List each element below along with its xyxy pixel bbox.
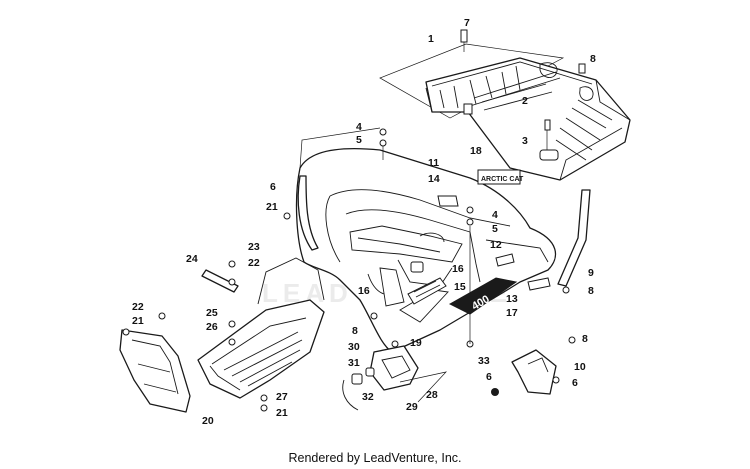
callout-9: 9 [588,267,594,279]
callout-15: 15 [454,281,466,293]
callout-19: 19 [410,337,422,349]
callout-16: 16 [358,285,370,297]
callout-26: 26 [206,321,218,333]
callout-5: 5 [492,223,498,235]
rear-rack [379,43,631,181]
callout-17: 17 [506,307,518,319]
callout-5: 5 [356,134,362,146]
callout-8: 8 [582,333,588,345]
trim-strip-24 [201,269,239,293]
callout-23: 23 [248,241,260,253]
callout-28: 28 [426,389,438,401]
rack-bolts [460,29,586,150]
fasteners [122,128,576,412]
part-13-reflector [527,277,551,291]
callout-24: 24 [186,253,198,265]
rack-support-tube [557,189,591,287]
callout-22: 22 [248,257,260,269]
callout-20: 20 [202,415,214,427]
callout-27: 27 [276,391,288,403]
callout-12: 12 [490,239,502,251]
callout-31: 31 [348,357,360,369]
callout-16: 16 [452,263,464,275]
part-14-clip [437,195,459,207]
callout-6: 6 [572,377,578,389]
callout-18: 18 [470,145,482,157]
callout-8: 8 [352,325,358,337]
callout-33: 33 [478,355,490,367]
callout-14: 14 [428,173,440,185]
callout-32: 32 [362,391,374,403]
bulb-socket [342,367,375,411]
callout-21: 21 [266,201,278,213]
callout-29: 29 [406,401,418,413]
callout-8: 8 [590,53,596,65]
callout-labels: 1 7 8 2 3 4 5 11 18 6 14 21 4 5 12 23 24… [132,17,596,427]
callout-8: 8 [588,285,594,297]
callout-6: 6 [270,181,276,193]
callout-2: 2 [522,95,528,107]
callout-10: 10 [574,361,586,373]
fender-trim [297,127,381,251]
mount-bracket [511,349,557,395]
callout-1: 1 [428,33,434,45]
callout-21: 21 [276,407,288,419]
callout-30: 30 [348,341,360,353]
decal-18-text: ARCTIC CAT [481,176,524,183]
splash-guard [119,329,191,413]
floorboard [197,257,325,399]
callout-22: 22 [132,301,144,313]
callout-4: 4 [356,121,362,133]
decal-18: ARCTIC CAT [477,169,524,185]
part-12-reflector [495,253,515,267]
callout-3: 3 [522,135,528,147]
render-credit: Rendered by LeadVenture, Inc. [288,451,462,465]
callout-11: 11 [428,157,439,169]
callout-4: 4 [492,209,498,221]
callout-25: 25 [206,307,218,319]
callout-13: 13 [506,293,518,305]
callout-6: 6 [486,371,492,383]
callout-7: 7 [464,17,470,29]
decal-15 [407,277,447,305]
callout-21: 21 [132,315,144,327]
